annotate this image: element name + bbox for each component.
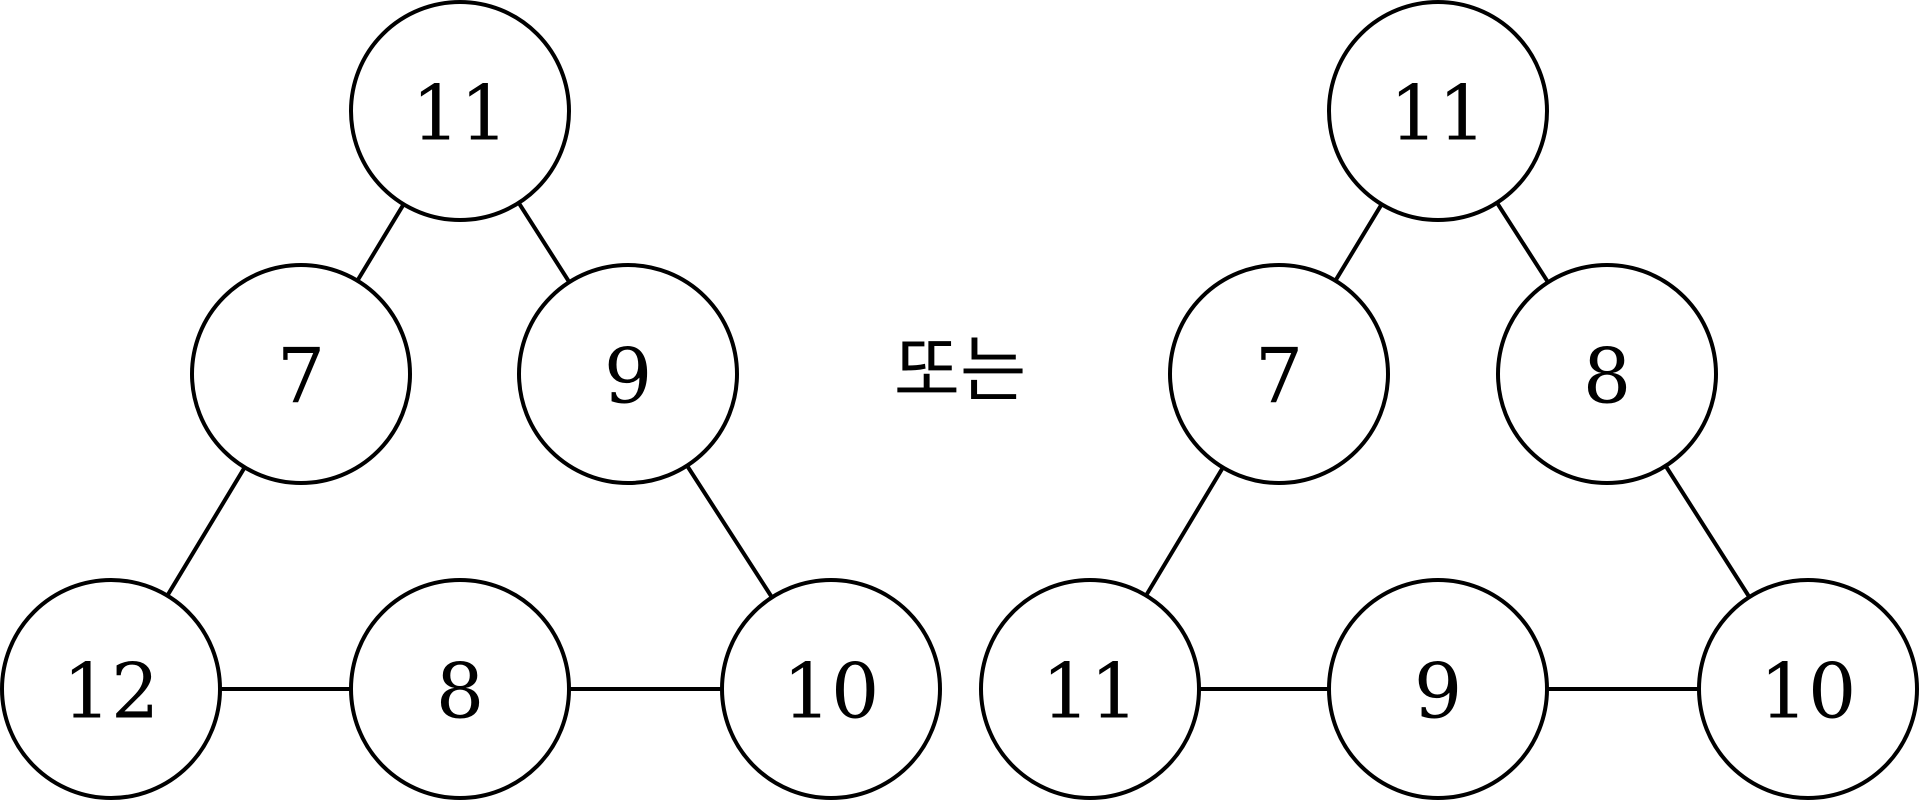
node-circle <box>1327 578 1549 800</box>
node-label: 10 <box>1760 647 1857 736</box>
edge-top-mid-right <box>1495 201 1550 284</box>
node-label: 10 <box>783 647 880 736</box>
node-mid-left: 7 <box>190 263 412 485</box>
node-circle <box>720 578 942 800</box>
node-top: 11 <box>349 0 571 222</box>
node-label: 8 <box>1583 332 1631 421</box>
node-bottom-center: 9 <box>1327 578 1549 800</box>
node-label: 11 <box>412 69 509 158</box>
node-mid-left: 7 <box>1168 263 1390 485</box>
node-bottom-right: 10 <box>720 578 942 800</box>
node-circle <box>0 578 222 800</box>
edge-mid-right-bottom-right <box>685 464 774 599</box>
node-top: 11 <box>1327 0 1549 222</box>
connector-text: 또는 <box>893 328 1027 412</box>
edge-top-mid-left <box>355 203 406 282</box>
edge-top-mid-right <box>516 201 572 284</box>
node-label: 12 <box>63 647 160 736</box>
node-mid-right: 9 <box>517 263 739 485</box>
node-label: 9 <box>604 332 652 421</box>
node-circle <box>1697 578 1919 800</box>
edge-mid-left-bottom-left <box>165 466 247 597</box>
node-circle <box>1168 263 1390 485</box>
diagram-right: 11 7 8 11 9 10 <box>979 0 1919 800</box>
node-label: 9 <box>1414 647 1462 736</box>
node-label: 7 <box>1255 332 1303 421</box>
diagram-left: 11 7 9 12 8 10 <box>0 0 942 800</box>
node-circle <box>349 578 571 800</box>
node-label: 7 <box>277 332 325 421</box>
node-bottom-right: 10 <box>1697 578 1919 800</box>
node-circle <box>1496 263 1718 485</box>
node-circle <box>1327 0 1549 222</box>
node-bottom-left: 11 <box>979 578 1201 800</box>
edge-top-mid-left <box>1333 203 1384 282</box>
node-bottom-left: 12 <box>0 578 222 800</box>
node-circle <box>190 263 412 485</box>
node-label: 11 <box>1042 647 1139 736</box>
node-circle <box>979 578 1201 800</box>
node-label: 11 <box>1390 69 1487 158</box>
edge-mid-left-bottom-left <box>1144 466 1225 597</box>
node-bottom-center: 8 <box>349 578 571 800</box>
node-circle <box>517 263 739 485</box>
edge-mid-right-bottom-right <box>1663 464 1752 599</box>
node-mid-right: 8 <box>1496 263 1718 485</box>
node-label: 8 <box>436 647 484 736</box>
node-circle <box>349 0 571 222</box>
